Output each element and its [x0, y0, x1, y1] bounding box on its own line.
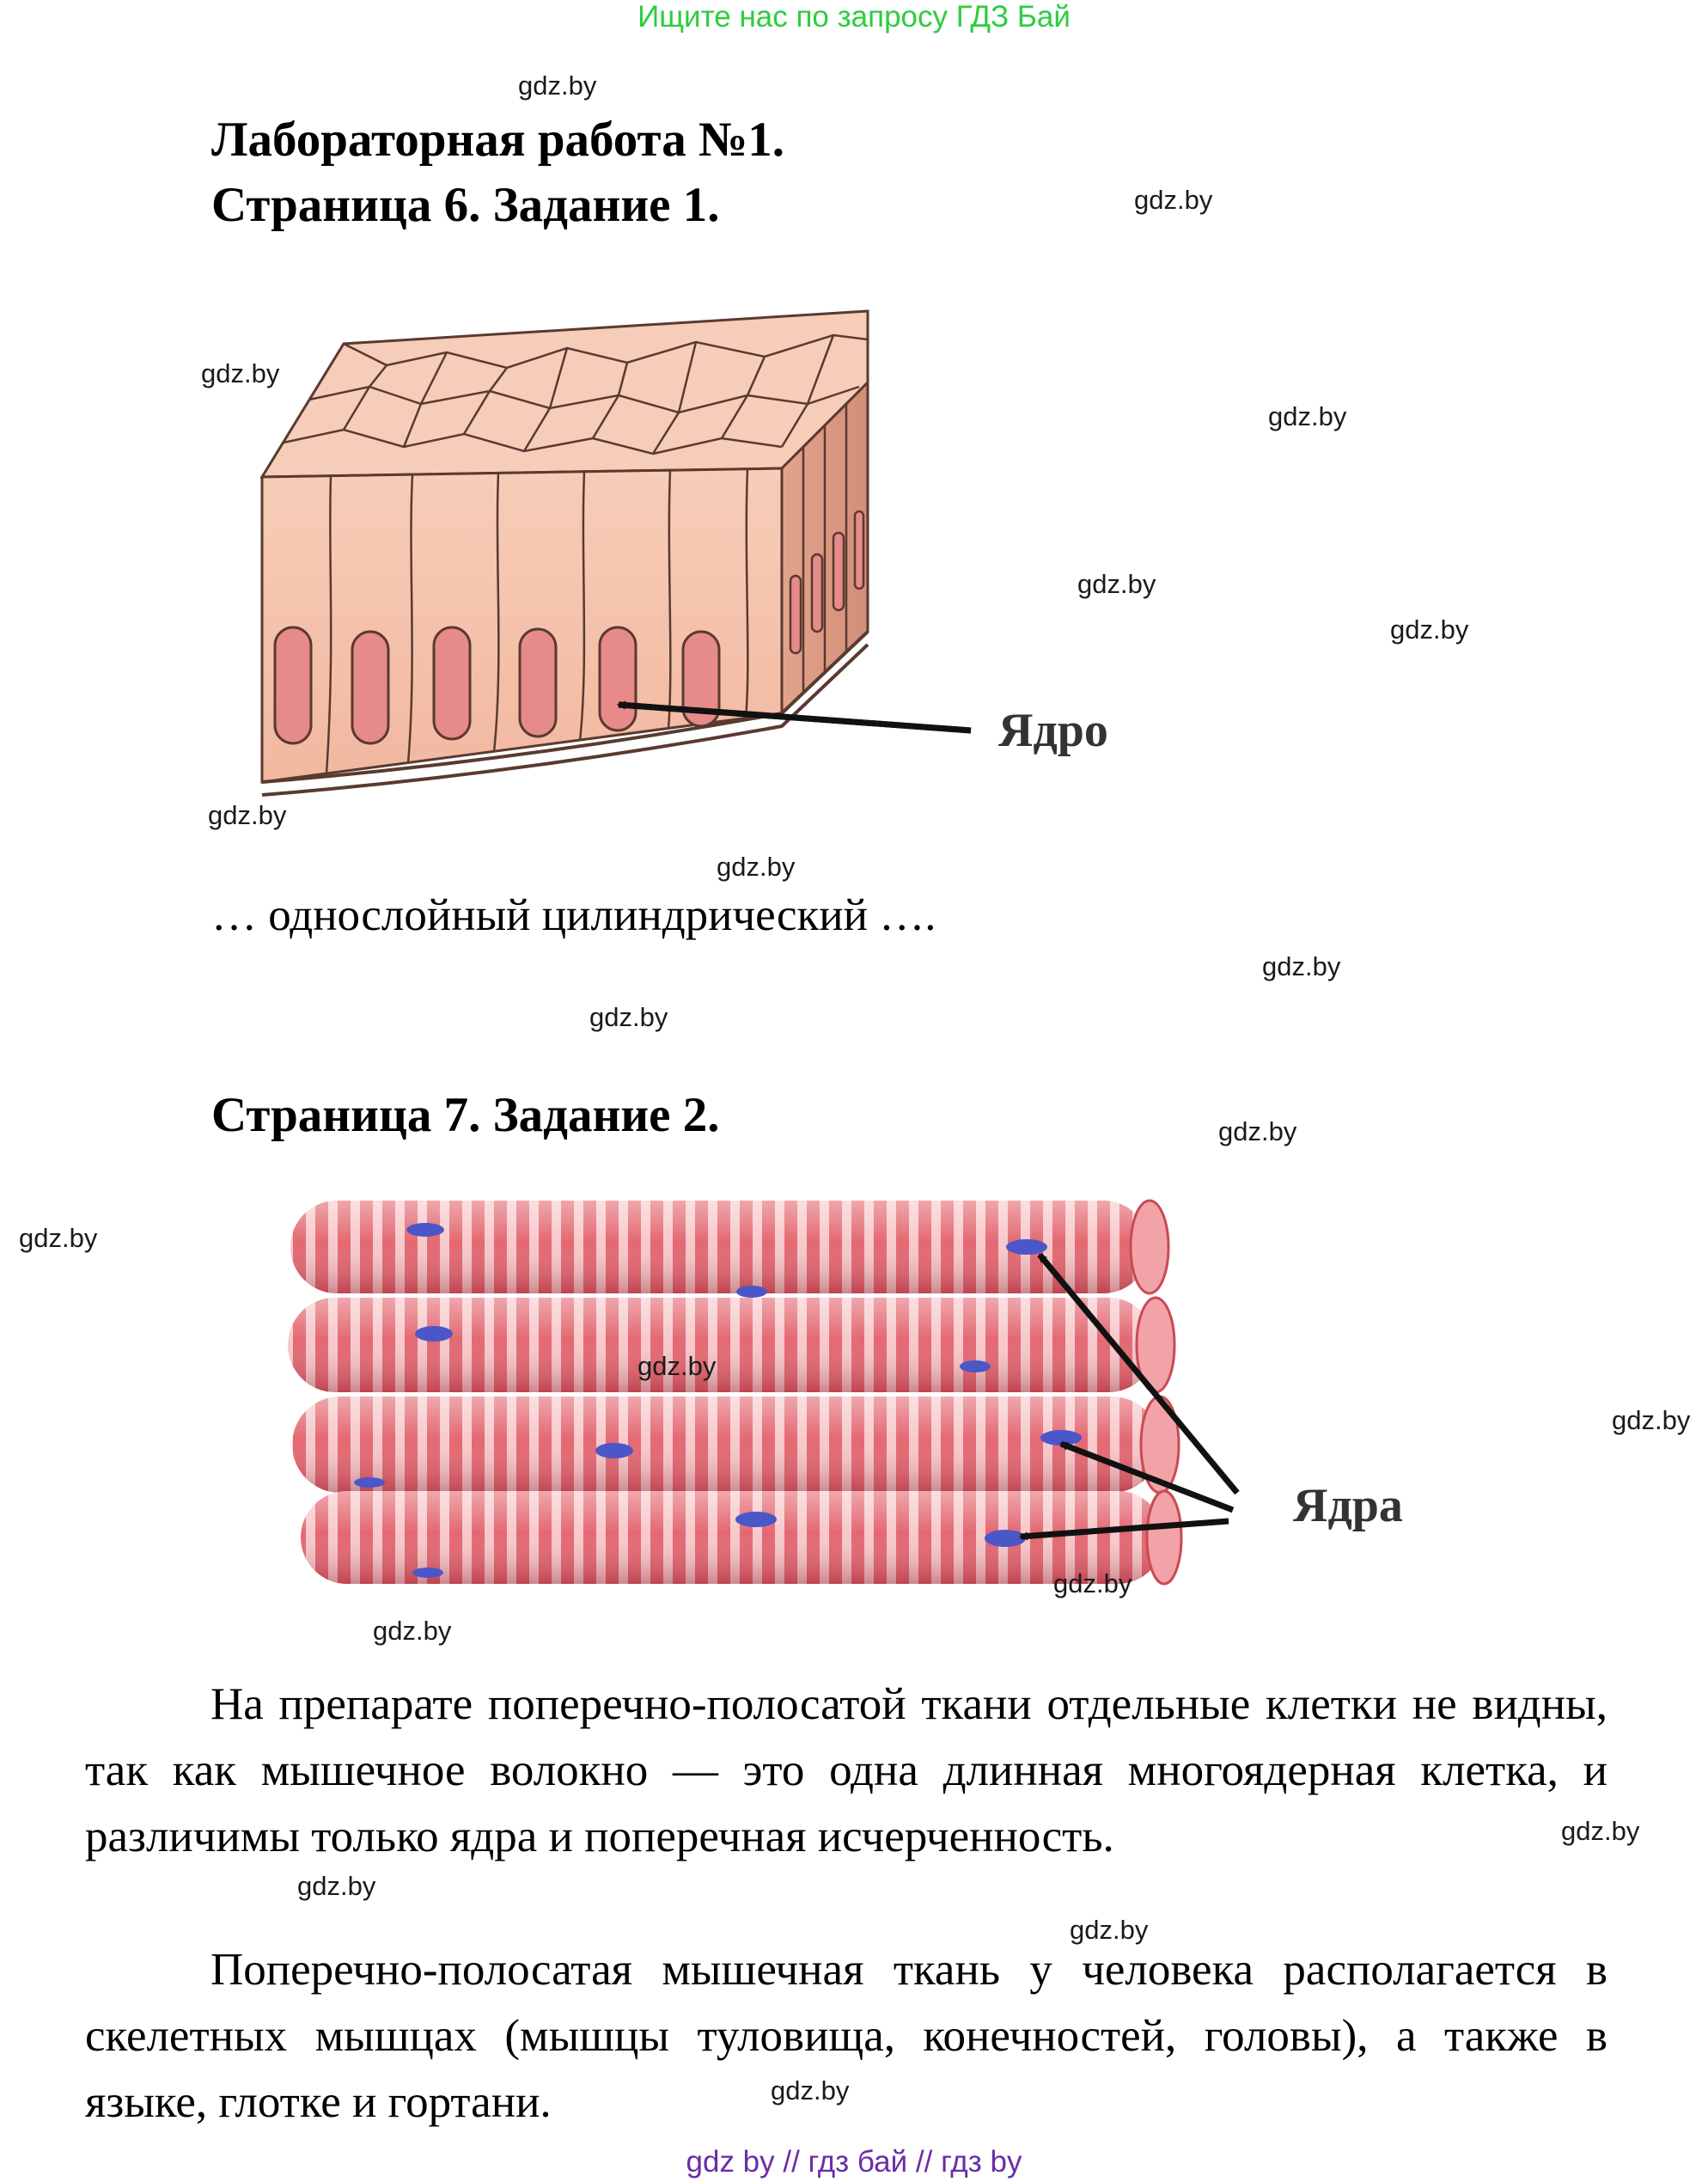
nucleus	[1006, 1239, 1047, 1255]
watermark: gdz.by	[373, 1616, 452, 1646]
nuclei-arrow	[1019, 1518, 1229, 1541]
front-face	[260, 467, 784, 784]
muscle-fiber	[290, 1199, 1170, 1298]
task1-answer: … однослойный цилиндрический ….	[211, 890, 936, 940]
watermark: gdz.by	[1077, 569, 1156, 599]
watermark: gdz.by	[201, 358, 280, 388]
watermark: gdz.by	[1612, 1405, 1691, 1435]
watermark: gdz.by	[771, 2075, 850, 2106]
watermark: gdz.by	[589, 1002, 668, 1032]
watermark: gdz.by	[637, 1351, 717, 1381]
nucleus	[412, 1568, 443, 1578]
footer-links[interactable]: gdz by // гдз бай // гдз by	[686, 2145, 1022, 2179]
nuclei-arrow	[1037, 1252, 1240, 1495]
watermark: gdz.by	[19, 1223, 98, 1253]
watermark: gdz.by	[1561, 1816, 1640, 1846]
watermark: gdz.by	[297, 1871, 376, 1901]
search-banner[interactable]: Ищите нас по запросу ГДЗ Бай	[637, 0, 1071, 34]
nucleus	[595, 1443, 633, 1458]
muscle-fiber	[301, 1489, 1183, 1586]
watermark: gdz.by	[1134, 185, 1213, 215]
nucleus	[985, 1530, 1026, 1547]
watermark: gdz.by	[1390, 614, 1469, 645]
watermark: gdz.by	[1268, 401, 1347, 431]
watermark: gdz.by	[518, 70, 597, 101]
nuclei-arrow	[1059, 1440, 1235, 1513]
paragraph-2: Поперечно-полосатая мышечная ткань у чел…	[85, 1945, 1607, 2127]
task2-title: Страница 7. Задание 2.	[211, 1088, 720, 1142]
nucleus-label: Ядро	[998, 704, 1108, 757]
watermark: gdz.by	[1070, 1915, 1149, 1945]
task1-title: Страница 6. Задание 1.	[211, 178, 720, 232]
nucleus	[960, 1360, 991, 1372]
nucleus	[736, 1286, 767, 1298]
columnar-epithelium-figure: Ядро	[259, 309, 1108, 797]
striated-muscle-figure: Ядра	[288, 1199, 1403, 1586]
nucleus	[415, 1326, 453, 1342]
watermark: gdz.by	[208, 800, 287, 830]
nucleus	[735, 1512, 777, 1527]
top-surface	[259, 309, 869, 479]
watermark: gdz.by	[1262, 951, 1341, 981]
nucleus	[1040, 1430, 1082, 1445]
paragraph-1: На препарате поперечно-полосатой ткани о…	[85, 1679, 1607, 1861]
nucleus	[354, 1477, 385, 1488]
muscle-fiber	[292, 1395, 1180, 1494]
nuclei-label: Ядра	[1293, 1479, 1403, 1532]
watermark: gdz.by	[1053, 1568, 1132, 1598]
muscle-fiber	[288, 1296, 1176, 1394]
nucleus	[406, 1223, 444, 1237]
lab-title: Лабораторная работа №1.	[211, 113, 784, 167]
watermark: gdz.by	[1218, 1116, 1297, 1146]
watermark: gdz.by	[717, 852, 796, 882]
